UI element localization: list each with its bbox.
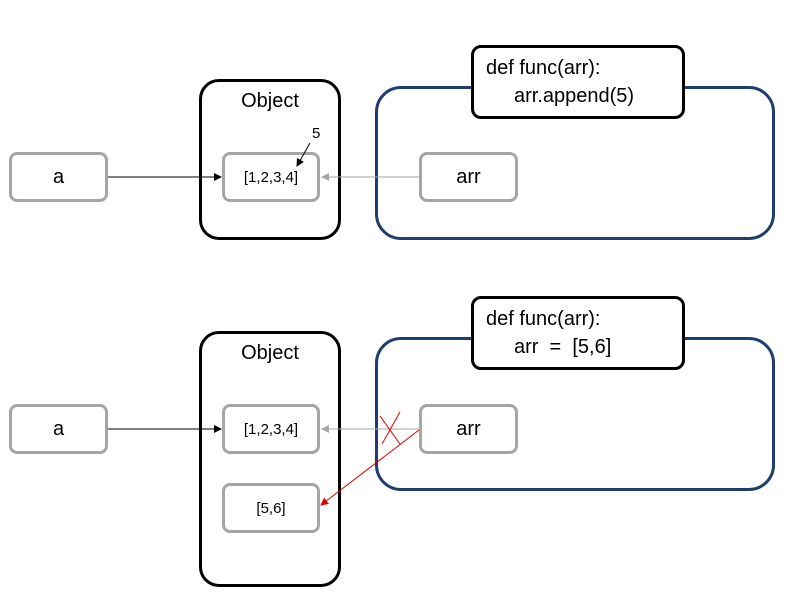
- new-list-value: [5,6]: [256, 499, 286, 517]
- variable-a-box-top: a: [9, 152, 108, 202]
- append-note: 5: [312, 125, 321, 142]
- object-label: Object: [241, 90, 299, 112]
- variable-a-box-bottom: a: [9, 404, 108, 454]
- variable-a-label: a: [52, 165, 65, 188]
- code-line-assign: arr = [5,6]: [514, 336, 612, 358]
- param-arr-label: arr: [456, 165, 481, 188]
- code-line-append: arr.append(5): [514, 85, 635, 107]
- new-list-value-box: [5,6]: [222, 483, 320, 533]
- code-block-top: def func(arr): arr.append(5): [471, 45, 685, 119]
- list-value: [1,2,3,4]: [243, 168, 299, 186]
- object-label: Object: [241, 342, 299, 364]
- list-value-box-top: [1,2,3,4]: [222, 152, 320, 202]
- code-line-def: def func(arr):: [486, 308, 601, 330]
- param-arr-box-top: arr: [419, 152, 518, 202]
- code-block-bottom: def func(arr): arr = [5,6]: [471, 296, 685, 370]
- variable-a-label: a: [52, 417, 65, 440]
- list-value-box-bottom: [1,2,3,4]: [222, 404, 320, 454]
- param-arr-label: arr: [456, 417, 481, 440]
- param-arr-box-bottom: arr: [419, 404, 518, 454]
- object-container-bottom: Object: [199, 331, 341, 587]
- code-line-def: def func(arr):: [486, 57, 601, 79]
- list-value: [1,2,3,4]: [243, 420, 299, 438]
